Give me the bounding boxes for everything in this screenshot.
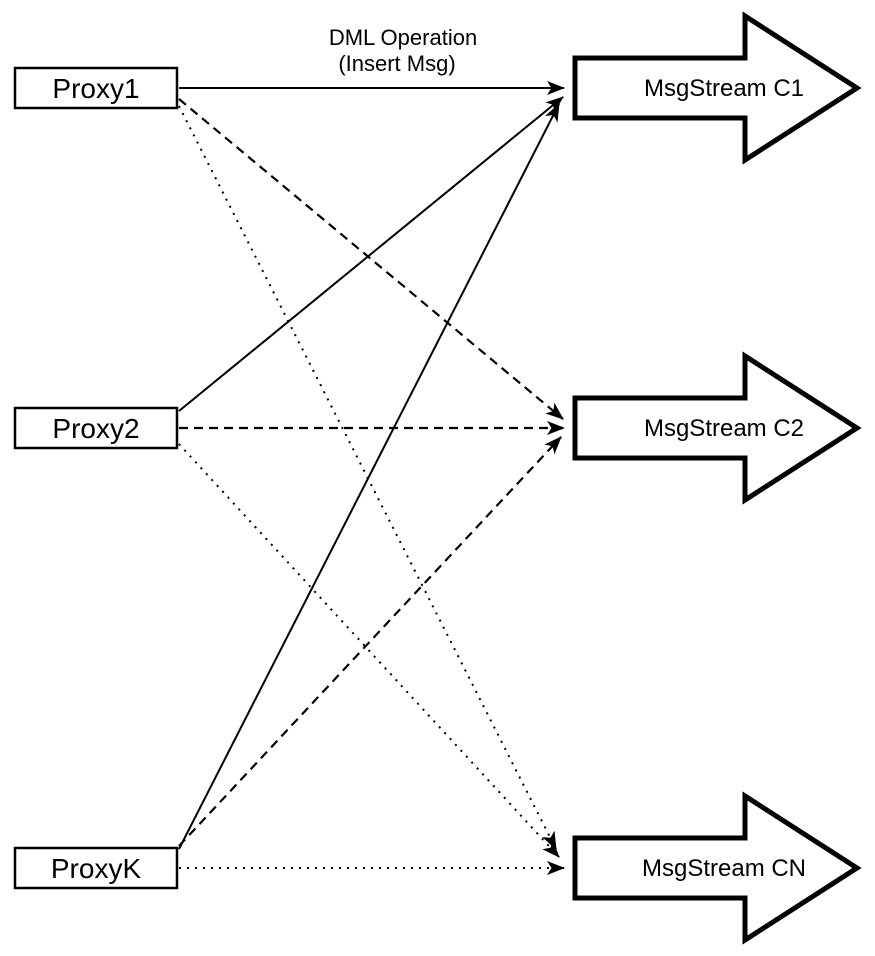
annotation-line2: (Insert Msg) [338, 51, 455, 76]
msgstream-cn-label: MsgStream CN [642, 855, 806, 882]
msgstream-c2-label: MsgStream C2 [644, 415, 804, 442]
edge-proxyk-msgstream-c1 [178, 103, 560, 850]
edge-proxy1-msgstream-c2 [178, 98, 564, 420]
msgstream-c2-node: MsgStream C2 [572, 351, 862, 505]
edge-proxy1-msgstream-cn [178, 105, 557, 850]
proxy2-node: Proxy2 [13, 406, 179, 450]
msgstream-c1-arrow-shape [572, 11, 862, 165]
msgstream-cn-node: MsgStream CN [572, 791, 862, 945]
proxy1-label: Proxy1 [52, 73, 139, 104]
msgstream-c1-label: MsgStream C1 [644, 75, 804, 102]
msgstream-cn-arrow-shape [572, 791, 862, 945]
proxy1-node: Proxy1 [13, 66, 179, 110]
proxyk-box [13, 846, 179, 890]
edge-proxy2-msgstream-cn [178, 443, 560, 858]
msgstream-c1-node: MsgStream C1 [572, 11, 862, 165]
proxy2-box [13, 406, 179, 450]
proxyk-node: ProxyK [13, 846, 179, 890]
edge-proxy2-msgstream-c1 [178, 96, 564, 412]
proxy2-label: Proxy2 [52, 413, 139, 444]
edge-proxyk-msgstream-c2 [178, 436, 562, 847]
proxy1-box [13, 66, 179, 110]
msgstream-c2-arrow-shape [572, 351, 862, 505]
annotation-line1: DML Operation [329, 25, 477, 50]
proxyk-label: ProxyK [51, 853, 142, 884]
